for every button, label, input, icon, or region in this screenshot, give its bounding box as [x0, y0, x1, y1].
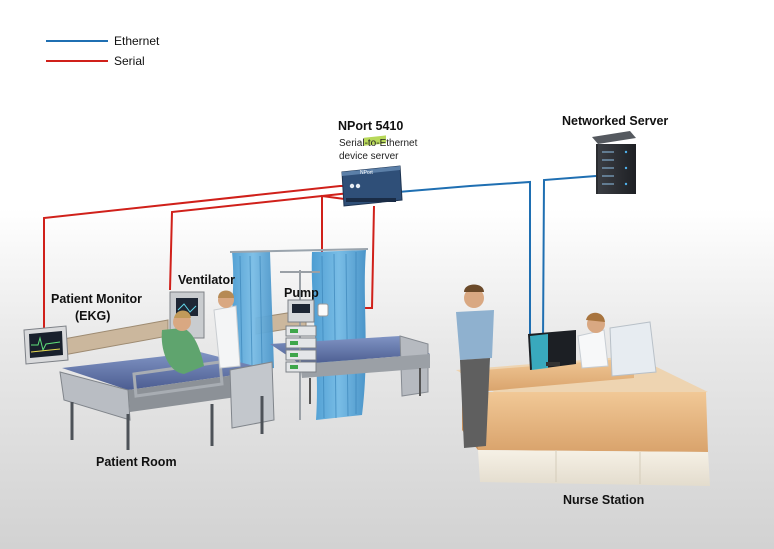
curtain-right [311, 250, 366, 420]
nurse-station-label: Nurse Station [563, 493, 645, 507]
legend-label-ethernet: Ethernet [114, 34, 160, 48]
visitor-figure [456, 284, 494, 448]
server-icon [592, 131, 636, 194]
serial-line-swatch [46, 60, 108, 62]
pump-label: Pump [284, 286, 319, 300]
patient-monitor-icon [23, 325, 69, 365]
ethernet-cables [397, 175, 597, 346]
curtain-left [232, 252, 274, 372]
ethernet-cable-to-server [397, 180, 531, 346]
nurse-station-desk [456, 356, 710, 486]
ventilator-label: Ventilator [178, 273, 235, 287]
nurse-figure [577, 312, 657, 377]
legend-item-serial: Serial [46, 54, 145, 68]
nurse-computer-icon [528, 330, 576, 370]
legend-label-serial: Serial [114, 54, 145, 68]
curtain-rail [229, 248, 369, 253]
patient-figure [161, 310, 204, 374]
bed-front [59, 352, 275, 450]
nport-subtitle-line1: Serial-to-Ethernet [339, 138, 418, 149]
patient-monitor-label: Patient Monitor [51, 292, 142, 306]
legend-item-ethernet: Ethernet [46, 34, 159, 48]
ethernet-cable-nurse-pc [542, 175, 597, 343]
nport-device-brand: NPort [360, 170, 373, 176]
networked-server-label: Networked Server [562, 114, 669, 128]
ekg-label: (EKG) [75, 309, 111, 323]
infusion-pump-icon [280, 270, 329, 420]
nport-title: NPort 5410 [338, 119, 404, 133]
nport-subtitle-line2: device server [339, 151, 399, 162]
ethernet-line-swatch [46, 40, 108, 42]
nport-device-icon: NPort [341, 135, 403, 207]
patient-room-label: Patient Room [96, 455, 177, 469]
doctor-figure [213, 290, 241, 369]
serial-cable-ventilator [169, 192, 351, 291]
